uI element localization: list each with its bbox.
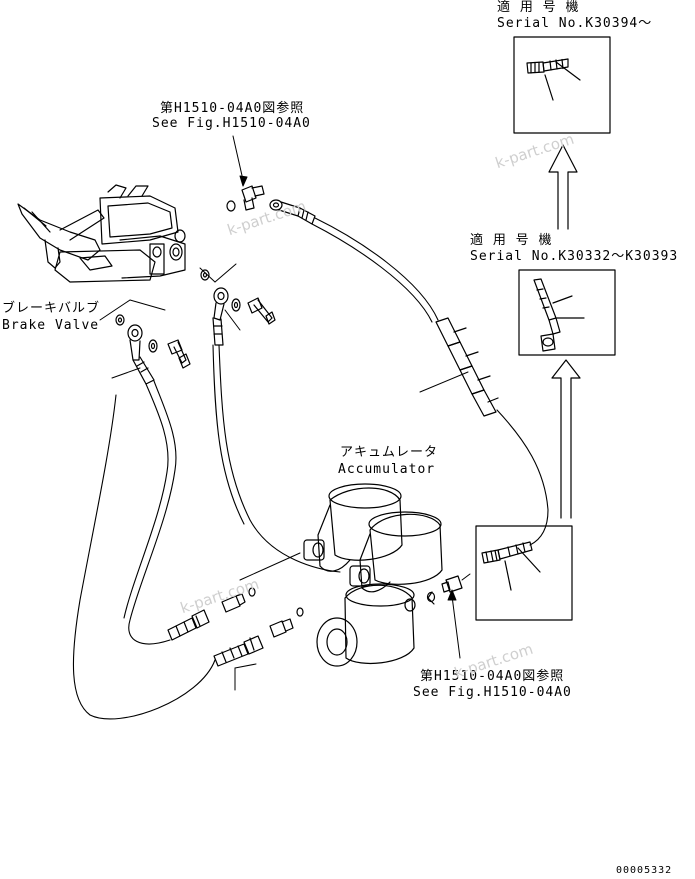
hose-fitting-detail-bottom [481, 541, 533, 564]
banjo-fitting-left [127, 324, 155, 385]
brake-valve-jp-label: ブレーキバルブ [2, 301, 101, 316]
serial-top-jp-label: 適 用 号 機 [497, 0, 580, 15]
accumulator-en-label: Accumulator [338, 462, 436, 477]
brake-valve [17, 184, 186, 283]
hose-end-lower-1 [167, 609, 210, 641]
detail-box-serial-k30332-k30393 [518, 269, 616, 356]
arrow-up-bottom [551, 359, 581, 519]
accumulator-jp-label: アキュムレータ [340, 445, 439, 460]
accumulator-2 [349, 511, 443, 593]
adapter-fittings [221, 575, 463, 638]
banjo-fitting-middle [212, 287, 229, 346]
hose-main-right [311, 217, 549, 546]
serial-top-label: Serial No.K30394～ [497, 16, 653, 31]
tee-fitting-top [241, 185, 265, 211]
ref-bottom-en-label: See Fig.H1510-04A0 [413, 685, 572, 700]
ref-top-jp-label: 第H1510-04A0図参照 [160, 101, 305, 116]
accumulator-1 [303, 483, 403, 572]
elbow-fitting-detail [533, 278, 561, 352]
accumulator-3 [316, 583, 416, 667]
detail-box-lower-fitting [475, 525, 573, 621]
hose-middle-loop [212, 344, 341, 573]
banjo-fitting-top [269, 199, 316, 225]
document-number: 00005332 [616, 865, 673, 876]
hose-end-lower-2 [213, 635, 264, 667]
serial-mid-jp-label: 適 用 号 機 [470, 233, 553, 248]
ref-top-en-label: See Fig.H1510-04A0 [152, 116, 311, 131]
hose-protector-sleeve [435, 317, 499, 417]
brake-valve-en-label: Brake Valve [2, 318, 100, 333]
leader-lines [99, 135, 471, 691]
serial-mid-label: Serial No.K30332～K30393 [470, 249, 679, 264]
hose-left-loop [72, 380, 216, 720]
arrow-up-top [548, 144, 578, 230]
ref-bottom-jp-label: 第H1510-04A0図参照 [420, 669, 565, 684]
detail-box-serial-k30394 [513, 36, 611, 134]
washers-and-bolts [115, 200, 276, 369]
